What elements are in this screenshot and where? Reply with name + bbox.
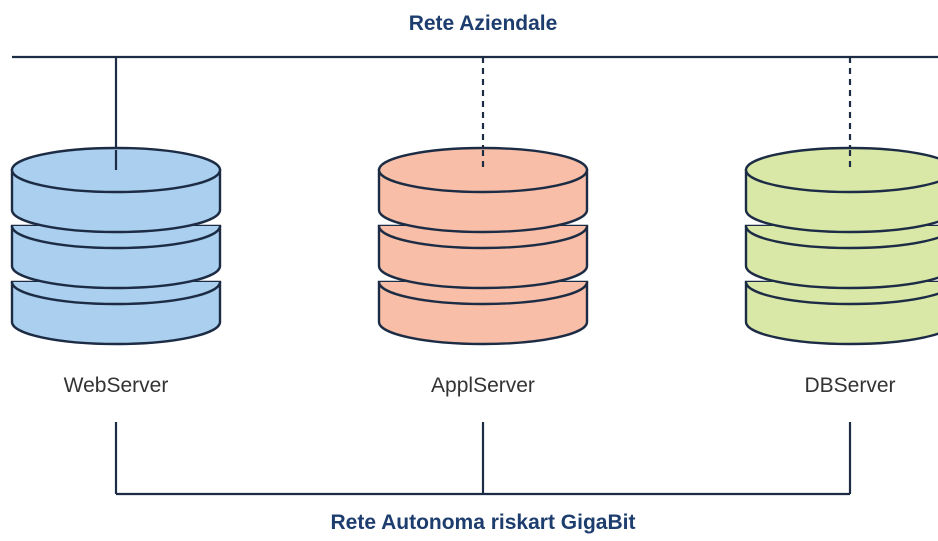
applserver-label: ApplServer bbox=[431, 374, 535, 397]
applserver-database-icon bbox=[377, 146, 589, 346]
dbserver-label: DBServer bbox=[804, 374, 895, 397]
corporate-network-label: Rete Aziendale bbox=[409, 12, 558, 35]
webserver-label: WebServer bbox=[64, 374, 169, 397]
webserver-database-icon bbox=[10, 146, 222, 346]
dbserver-database-icon bbox=[744, 146, 938, 346]
gigabit-network-label: Rete Autonoma riskart GigaBit bbox=[331, 511, 636, 534]
